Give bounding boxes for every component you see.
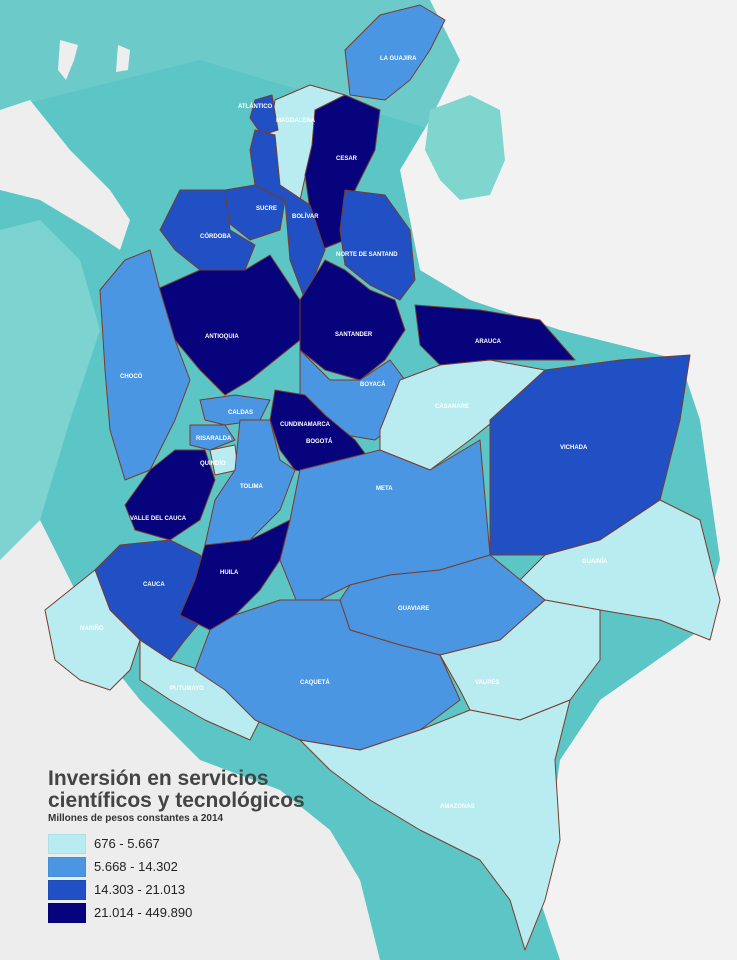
label-vichada: VICHADA xyxy=(560,445,588,451)
panama-land xyxy=(0,100,130,250)
label-magdalena: MAGDALENA xyxy=(276,118,316,124)
legend-title-line1: Inversión en servicios xyxy=(48,767,269,790)
dept-valle-del-cauca[interactable] xyxy=(124,449,216,541)
label-vaupes: VAUPÉS xyxy=(475,678,499,686)
venezuela-brazil-land xyxy=(400,0,737,960)
label-tolima: TOLIMA xyxy=(240,484,264,490)
lake-maracaibo xyxy=(425,95,505,200)
label-bogota: BOGOTÁ xyxy=(306,438,333,445)
map-legend: Inversión en servicios científicos y tec… xyxy=(48,768,348,924)
label-amazonas: AMAZONAS xyxy=(440,804,475,810)
dept-vaupes[interactable] xyxy=(439,599,601,721)
label-cordoba: CÓRDOBA xyxy=(200,232,232,240)
legend-swatch xyxy=(48,833,86,854)
label-meta: META xyxy=(376,486,393,492)
legend-subtitle: Millones de pesos constantes a 2014 xyxy=(48,813,224,824)
label-bolivar: BOLÍVAR xyxy=(292,212,319,220)
label-huila: HUILA xyxy=(220,570,239,576)
label-valle-del-cauca: VALLE DEL CAUCA xyxy=(130,516,187,522)
dept-amazonas[interactable] xyxy=(299,699,571,951)
legend-items: 676 - 5.667 5.668 - 14.302 14.303 - 21.0… xyxy=(48,832,348,924)
dept-norte-de-santander[interactable] xyxy=(339,189,416,301)
island xyxy=(58,40,78,80)
legend-item: 14.303 - 21.013 xyxy=(48,878,348,901)
label-cesar: CESAR xyxy=(336,156,358,162)
island xyxy=(116,45,130,72)
ecuador-peru-land xyxy=(0,520,380,960)
label-boyaca: BOYACÁ xyxy=(360,381,386,388)
legend-label: 14.303 - 21.013 xyxy=(94,882,186,897)
dept-huila[interactable] xyxy=(179,519,291,631)
legend-item: 5.668 - 14.302 xyxy=(48,855,348,878)
legend-label: 676 - 5.667 xyxy=(94,836,160,851)
dept-la-guajira[interactable] xyxy=(344,4,446,101)
label-quindio: QUINDÍO xyxy=(200,459,226,467)
label-atlantico: ATLÁNTICO xyxy=(238,103,273,110)
dept-risaralda[interactable] xyxy=(189,424,236,451)
legend-swatch xyxy=(48,902,86,923)
label-caldas: CALDAS xyxy=(228,410,253,416)
label-choco: CHOCÓ xyxy=(120,372,143,380)
label-risaralda: RISARALDA xyxy=(196,436,232,442)
dept-narino[interactable] xyxy=(44,569,141,691)
legend-title-line2: científicos y tecnológicos xyxy=(48,789,305,812)
label-putumayo: PUTUMAYO xyxy=(170,686,204,692)
dept-vichada[interactable] xyxy=(489,354,691,556)
dept-arauca[interactable] xyxy=(414,304,576,366)
pacific-shallow xyxy=(0,220,100,560)
label-sucre: SUCRE xyxy=(256,206,277,212)
legend-swatch xyxy=(48,879,86,900)
legend-swatch xyxy=(48,856,86,877)
label-cundinamarca: CUNDINAMARCA xyxy=(280,422,331,428)
label-guainia: GUAINÍA xyxy=(582,557,608,565)
label-norte-de-santander: NORTE DE SANTAND xyxy=(336,252,398,258)
legend-label: 5.668 - 14.302 xyxy=(94,859,178,874)
dept-choco[interactable] xyxy=(99,249,191,481)
legend-item: 21.014 - 449.890 xyxy=(48,901,348,924)
label-casanare: CASANARE xyxy=(435,404,469,410)
dept-atlantico[interactable] xyxy=(249,94,279,136)
label-antioquia: ANTIOQUIA xyxy=(205,334,239,340)
label-la-guajira: LA GUAJIRA xyxy=(380,56,417,62)
label-santander: SANTANDER xyxy=(335,332,373,338)
legend-label: 21.014 - 449.890 xyxy=(94,905,193,920)
legend-item: 676 - 5.667 xyxy=(48,832,348,855)
dept-caqueta[interactable] xyxy=(194,599,461,751)
label-caqueta: CAQUETÁ xyxy=(300,679,330,686)
dept-putumayo[interactable] xyxy=(139,639,261,741)
label-arauca: ARAUCA xyxy=(475,339,502,345)
label-cauca: CAUCA xyxy=(143,582,165,588)
label-guaviare: GUAVIARE xyxy=(398,606,429,612)
dept-quindio[interactable] xyxy=(209,444,239,476)
label-narino: NARIÑO xyxy=(80,625,104,632)
dept-santander[interactable] xyxy=(299,259,406,381)
